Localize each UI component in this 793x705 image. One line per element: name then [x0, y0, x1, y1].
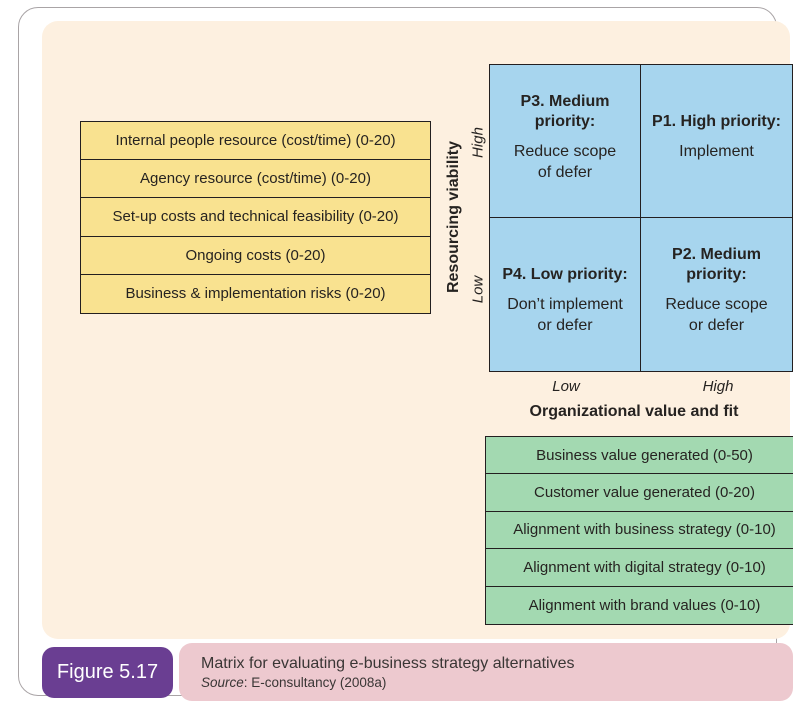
- quadrant-heading: P2. Medium priority:: [672, 246, 761, 283]
- resourcing-criteria-row: Agency resource (cost/time) (0-20): [81, 160, 430, 199]
- source-label: Source: [201, 674, 244, 690]
- value-criteria-row: Alignment with business strategy (0-10): [486, 511, 793, 550]
- quadrant-action: Reduce scope of defer: [513, 143, 617, 181]
- figure-title: Matrix for evaluating e-business strateg…: [201, 654, 575, 672]
- resourcing-criteria-row: Business & implementation risks (0-20): [81, 274, 430, 313]
- figure-number-badge: Figure 5.17: [42, 647, 173, 698]
- quadrant-p3-medium-priority: P3. Medium priority: Reduce scope of def…: [490, 65, 641, 218]
- quadrant-action: Reduce scope or defer: [665, 296, 768, 334]
- quadrant-heading: P4. Low priority:: [502, 266, 628, 283]
- value-criteria-row: Customer value generated (0-20): [486, 474, 793, 512]
- value-criteria-row: Alignment with brand values (0-10): [486, 586, 793, 624]
- quadrant-action: Implement: [679, 143, 754, 160]
- figure-caption-bar: Matrix for evaluating e-business strateg…: [179, 643, 793, 701]
- y-axis-title: Resourcing viability: [445, 140, 462, 294]
- quadrant-heading: P3. Medium priority:: [520, 93, 610, 130]
- quadrant-p4-low-priority: P4. Low priority: Don’t implement or def…: [490, 218, 641, 371]
- y-axis-high-label: High: [469, 127, 487, 158]
- diagram-panel: Internal people resource (cost/time) (0-…: [42, 21, 793, 639]
- resourcing-criteria-row: Internal people resource (cost/time) (0-…: [81, 122, 430, 161]
- y-axis-low-label: Low: [469, 275, 487, 304]
- value-criteria-row: Alignment with digital strategy (0-10): [486, 549, 793, 587]
- source-text: : E-consultancy (2008a): [243, 674, 387, 690]
- x-axis-title: Organizational value and fit: [529, 403, 739, 420]
- value-criteria-row: Business value generated (0-50): [486, 437, 793, 475]
- resourcing-criteria-table: Internal people resource (cost/time) (0-…: [80, 121, 431, 314]
- figure-source: Source: E-consultancy (2008a): [201, 674, 793, 691]
- quadrant-action: Don’t implement or defer: [507, 296, 623, 334]
- x-axis-low-label: Low: [552, 378, 580, 395]
- outer-frame: Internal people resource (cost/time) (0-…: [18, 7, 793, 701]
- value-criteria-table: Business value generated (0-50) Customer…: [485, 436, 793, 625]
- priority-matrix: P3. Medium priority: Reduce scope of def…: [489, 64, 793, 372]
- quadrant-p1-high-priority: P1. High priority: Implement: [641, 65, 792, 218]
- x-axis-high-label: High: [702, 378, 734, 395]
- quadrant-heading: P1. High priority:: [652, 113, 781, 130]
- resourcing-criteria-row: Set-up costs and technical feasibility (…: [81, 198, 430, 237]
- quadrant-p2-medium-priority: P2. Medium priority: Reduce scope or def…: [641, 218, 792, 371]
- resourcing-criteria-row: Ongoing costs (0-20): [81, 236, 430, 275]
